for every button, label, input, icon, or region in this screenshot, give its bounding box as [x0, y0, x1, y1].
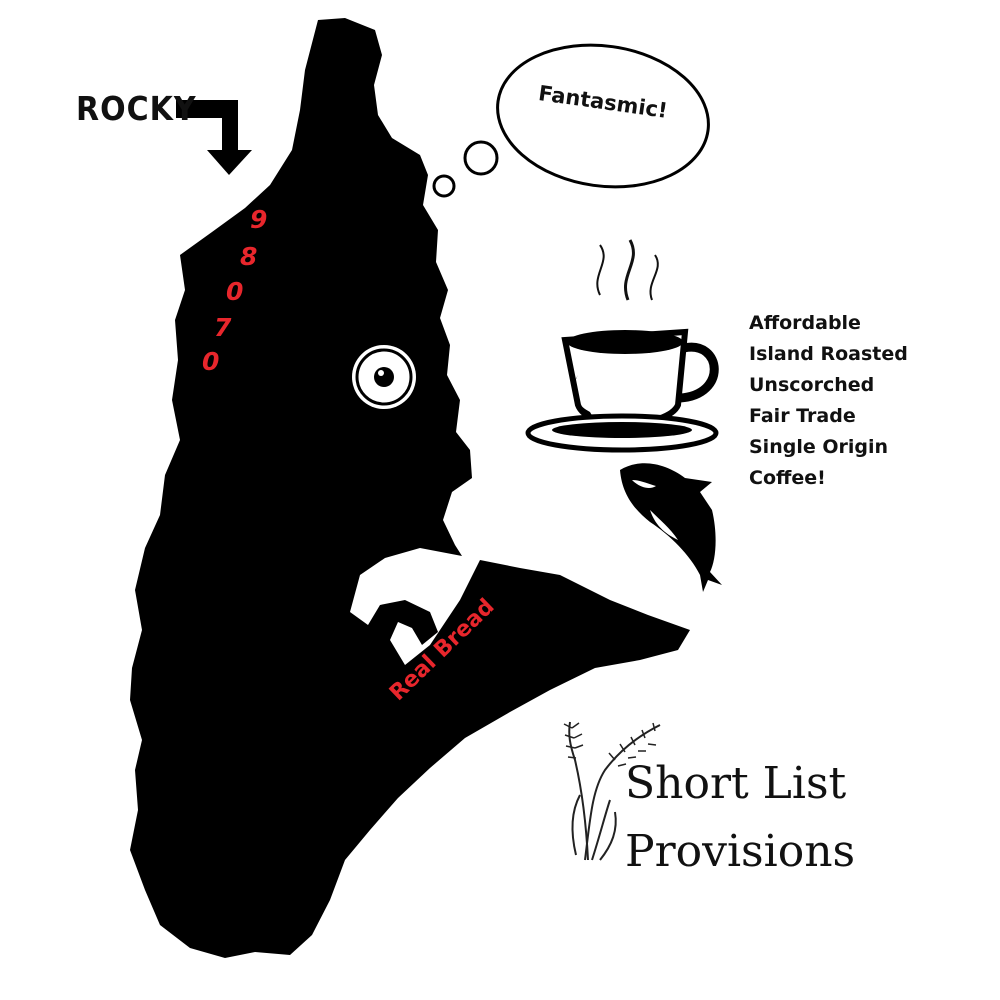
coffee-feature: Affordable [749, 312, 861, 334]
zip-digit: 0 [202, 347, 220, 376]
coffee-feature: Island Roasted [749, 343, 908, 365]
coffee-cup-icon [525, 239, 719, 453]
zip-digit: 0 [226, 277, 244, 306]
brand-line-2: Provisions [625, 826, 856, 877]
zip-digit: 8 [240, 242, 258, 271]
eye-icon [352, 345, 416, 409]
coffee-feature: Single Origin [749, 436, 889, 458]
zip-code: 9 8 0 7 0 [190, 205, 280, 376]
coffee-feature: Unscorched [749, 374, 875, 396]
brand-logo: Short List Provisions [625, 750, 855, 886]
coffee-feature: Fair Trade [749, 405, 856, 427]
zip-digit: 7 [214, 313, 232, 342]
island-label: ROCKY [76, 90, 197, 129]
coffee-feature: Coffee! [749, 467, 826, 489]
brand-line-1: Short List [625, 758, 847, 809]
thought-bubble [432, 43, 710, 198]
arrow-down-icon [176, 100, 252, 175]
coffee-features-list: Affordable Island Roasted Unscorched Fai… [749, 308, 908, 494]
zip-digit: 9 [250, 205, 268, 234]
orca-icon [620, 463, 722, 592]
wheat-icon [563, 721, 661, 861]
island-silhouette [130, 18, 690, 958]
